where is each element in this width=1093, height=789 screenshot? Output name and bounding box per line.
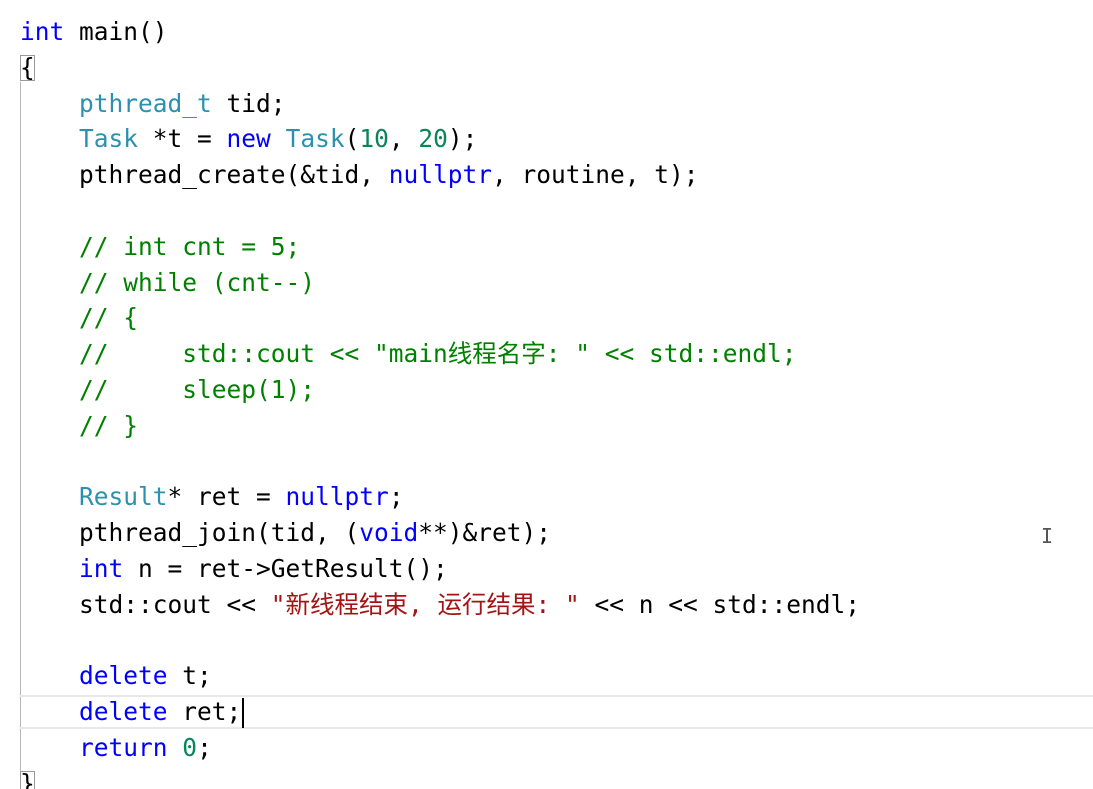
text-caret [242, 698, 245, 729]
code-line[interactable]: // int cnt = 5; [20, 229, 300, 265]
code-line[interactable]: int n = ret->GetResult(); [20, 551, 448, 587]
code-line[interactable]: pthread_create(&tid, nullptr, routine, t… [20, 157, 699, 193]
keyword-token: delete [79, 661, 168, 691]
code-text: ); [447, 124, 478, 154]
code-text: ; [388, 482, 404, 512]
comment-token: // while (cnt--) [79, 267, 316, 297]
number-literal: 0 [182, 733, 198, 762]
code-text [20, 232, 79, 261]
indent-guide-line [20, 82, 21, 782]
code-text [271, 124, 286, 153]
keyword-token: delete [79, 697, 168, 727]
code-line[interactable]: // { [20, 300, 138, 336]
comment-token: // std::cout << "main线程名字: " << std::end… [79, 339, 797, 369]
string-literal: "新线程结束, 运行结果: " [270, 589, 580, 619]
comment-token: // int cnt = 5; [79, 231, 301, 261]
code-text [20, 733, 79, 762]
code-text [20, 268, 79, 297]
code-line[interactable]: delete ret; [20, 694, 245, 730]
code-text: t; [167, 661, 212, 691]
keyword-token: void [359, 518, 419, 548]
matched-brace: } [20, 770, 35, 789]
code-text [20, 89, 79, 118]
code-line[interactable]: std::cout << "新线程结束, 运行结果: " << n << std… [20, 587, 860, 623]
code-text: << n << std::endl; [579, 589, 861, 619]
code-text: ret; [167, 697, 242, 727]
code-line[interactable]: // } [20, 408, 138, 444]
type-token: Task [79, 124, 139, 154]
keyword-token: return [79, 733, 168, 762]
code-text: pthread_create(&tid, [20, 160, 389, 190]
code-text: pthread_join(tid, ( [20, 518, 360, 548]
comment-token: // sleep(1); [79, 375, 316, 404]
code-line[interactable]: // sleep(1); [20, 372, 315, 408]
code-text: std::cout << [20, 589, 271, 619]
code-text: , routine, t); [492, 160, 699, 190]
code-text [20, 697, 79, 726]
code-text: , [388, 124, 419, 154]
keyword-token: int [20, 17, 65, 46]
code-line[interactable]: return 0; [20, 730, 212, 766]
code-text: n = ret->GetResult(); [123, 554, 448, 583]
current-line-highlight [20, 695, 1093, 729]
code-line[interactable]: delete t; [20, 658, 212, 694]
type-token: Result [79, 482, 168, 512]
code-text: ( [344, 124, 360, 154]
code-text [20, 339, 79, 368]
code-line[interactable]: { [20, 50, 35, 86]
matched-brace: { [20, 52, 35, 82]
code-line[interactable]: Result* ret = nullptr; [20, 479, 404, 515]
type-token: pthread_t [79, 88, 212, 118]
code-text [20, 375, 79, 404]
comment-token: // { [79, 303, 139, 333]
code-line[interactable]: pthread_join(tid, (void**)&ret); [20, 515, 551, 551]
code-line[interactable]: int main() [20, 14, 168, 50]
code-line[interactable]: Task *t = new Task(10, 20); [20, 121, 477, 157]
code-line[interactable]: // while (cnt--) [20, 265, 315, 301]
code-text [20, 554, 79, 583]
keyword-token: new [226, 124, 271, 154]
text-ibeam-icon: I [1041, 524, 1054, 548]
code-text [20, 661, 79, 690]
keyword-token: nullptr [285, 482, 389, 512]
code-text [20, 303, 79, 332]
code-text [20, 124, 79, 153]
code-text [168, 733, 183, 762]
number-literal: 20 [418, 124, 448, 154]
code-line[interactable]: } [20, 766, 35, 789]
code-text: * ret = [167, 482, 286, 512]
code-text [20, 411, 79, 440]
code-line[interactable]: // std::cout << "main线程名字: " << std::end… [20, 336, 797, 372]
code-text [20, 482, 79, 511]
code-text: ; [197, 733, 212, 762]
code-text: tid; [211, 88, 286, 118]
number-literal: 10 [359, 124, 389, 154]
code-text: main() [64, 17, 168, 46]
code-text: **)&ret); [418, 518, 552, 548]
keyword-token: nullptr [388, 160, 493, 190]
code-text: *t = [138, 124, 227, 154]
keyword-token: int [79, 554, 124, 583]
code-line[interactable]: pthread_t tid; [20, 86, 286, 122]
type-token: Task [285, 124, 345, 154]
comment-token: // } [79, 410, 139, 440]
